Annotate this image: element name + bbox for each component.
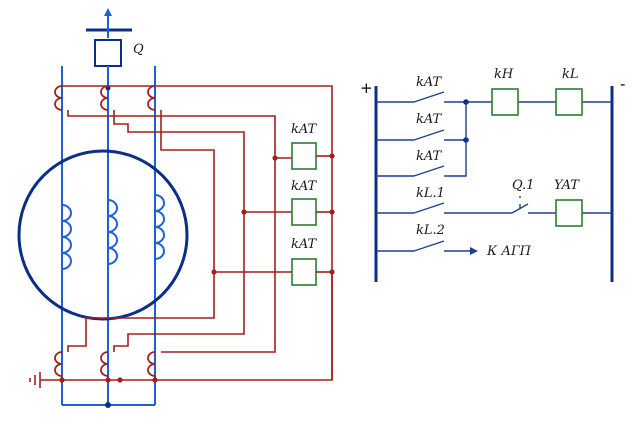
aux-contact-q1-label: Q.1	[512, 178, 534, 193]
relay-kat-1-label: kAT	[291, 122, 318, 137]
neutral-junction	[105, 402, 111, 408]
trip-coil-yat	[555, 199, 583, 227]
plus-terminal: +	[360, 79, 373, 97]
relay-kat-3-label: kAT	[291, 237, 318, 252]
relay-kat-2	[291, 198, 317, 226]
contact-kl1-label: kL.1	[416, 186, 445, 201]
relay-return-wiring	[211, 153, 335, 275]
relay-kat-1	[291, 142, 317, 170]
contact-kat-3-label: kAT	[416, 149, 443, 164]
row-field-suppression	[376, 240, 478, 255]
top-ct-wiring	[62, 85, 333, 380]
coil-kl-label: kL	[562, 67, 579, 82]
row-relay-contacts	[376, 91, 612, 177]
stator-winding-a	[61, 204, 72, 270]
output-agp-label: К АГП	[486, 244, 532, 259]
generator-stator	[17, 149, 189, 321]
bottom-ct-wiring	[40, 158, 333, 383]
contact-kat-2-label: kAT	[416, 112, 443, 127]
coil-kl	[555, 88, 583, 116]
top-ct-a	[54, 85, 63, 111]
stator-winding-b	[107, 199, 118, 265]
contact-kat-1-label: kAT	[416, 75, 443, 90]
top-ct-c	[147, 85, 156, 111]
trip-coil-yat-label: YAT	[554, 178, 580, 193]
stator-winding-c	[154, 194, 165, 260]
coil-kh	[491, 88, 519, 116]
top-ct-b	[100, 85, 109, 111]
bottom-ct-b	[100, 351, 109, 377]
arrow-up-icon	[104, 8, 112, 16]
breaker-q	[94, 39, 122, 67]
row-trip-circuit	[376, 196, 612, 214]
bottom-ct-c	[147, 351, 156, 377]
generator-schematic: Q	[17, 8, 335, 408]
contact-kl2-label: kL.2	[416, 223, 445, 238]
relay-kat-2-label: kAT	[291, 179, 318, 194]
ground-icon	[29, 372, 41, 388]
breaker-q-label: Q	[133, 42, 144, 57]
minus-terminal: -	[620, 75, 625, 93]
bottom-ct-a	[54, 351, 63, 377]
dc-control-circuit: + - kAT kAT kAT kH kL	[360, 67, 625, 282]
coil-kh-label: kH	[494, 67, 514, 82]
relay-kat-3	[291, 258, 317, 286]
arrow-right-icon	[470, 247, 478, 255]
